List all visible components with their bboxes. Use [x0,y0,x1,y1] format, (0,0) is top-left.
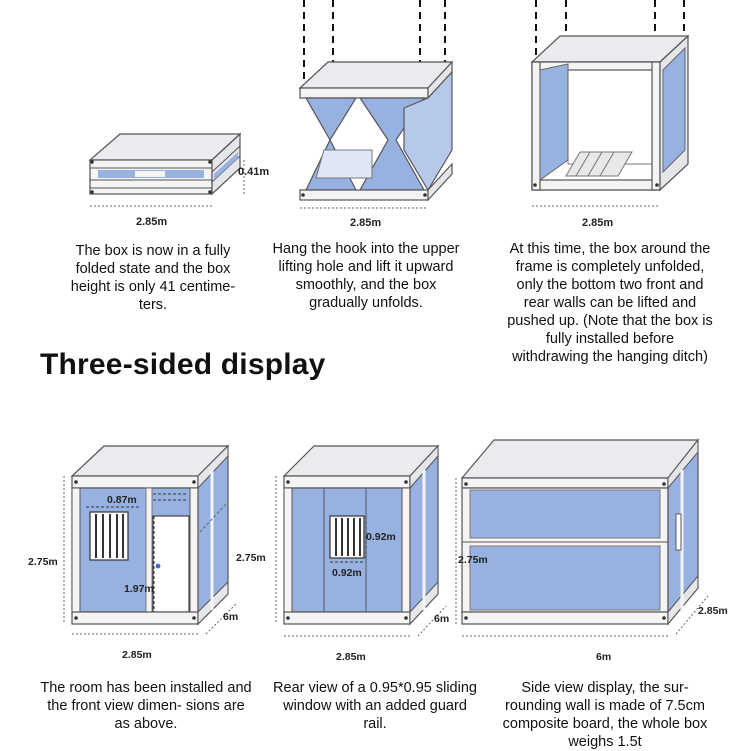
front-width-label: 2.85m [122,649,152,661]
step-folded-caption: The box is now in a fully folded state a… [70,243,236,313]
side-depth-label: 2.85m [698,605,728,617]
rear-width-label: 2.85m [336,651,366,663]
step-unfolded-caption: At this time, the box around the frame i… [507,241,713,365]
step-unfolding-caption: Hang the hook into the upper lifting hol… [272,241,460,311]
view-rear-caption: Rear view of a 0.95*0.95 sliding window … [273,680,477,732]
view-front-caption: The room has been installed and the fron… [40,680,252,732]
side-height-label: 2.75m [458,554,488,566]
front-depth-label: 6m [223,611,238,623]
side-width-label: 6m [596,651,611,663]
front-height-label: 2.75m [28,556,58,568]
view-side-caption: Side view display, the sur- rounding wal… [502,680,708,750]
front-door-label: 1.97m [124,583,154,595]
unfolding-width-label: 2.85m [350,217,381,229]
folded-height-label: 0.41m [238,166,269,178]
folded-width-label: 2.85m [136,216,167,228]
unfolded-width-label: 2.85m [582,217,613,229]
rear-window-width-label: 0.92m [366,531,396,543]
front-window-label: 0.87m [107,494,137,506]
section-title: Three-sided display [40,348,326,381]
rear-depth-label: 6m [434,613,449,625]
rear-height-label: 2.75m [236,552,266,564]
rear-window-height-label: 0.92m [332,567,362,579]
